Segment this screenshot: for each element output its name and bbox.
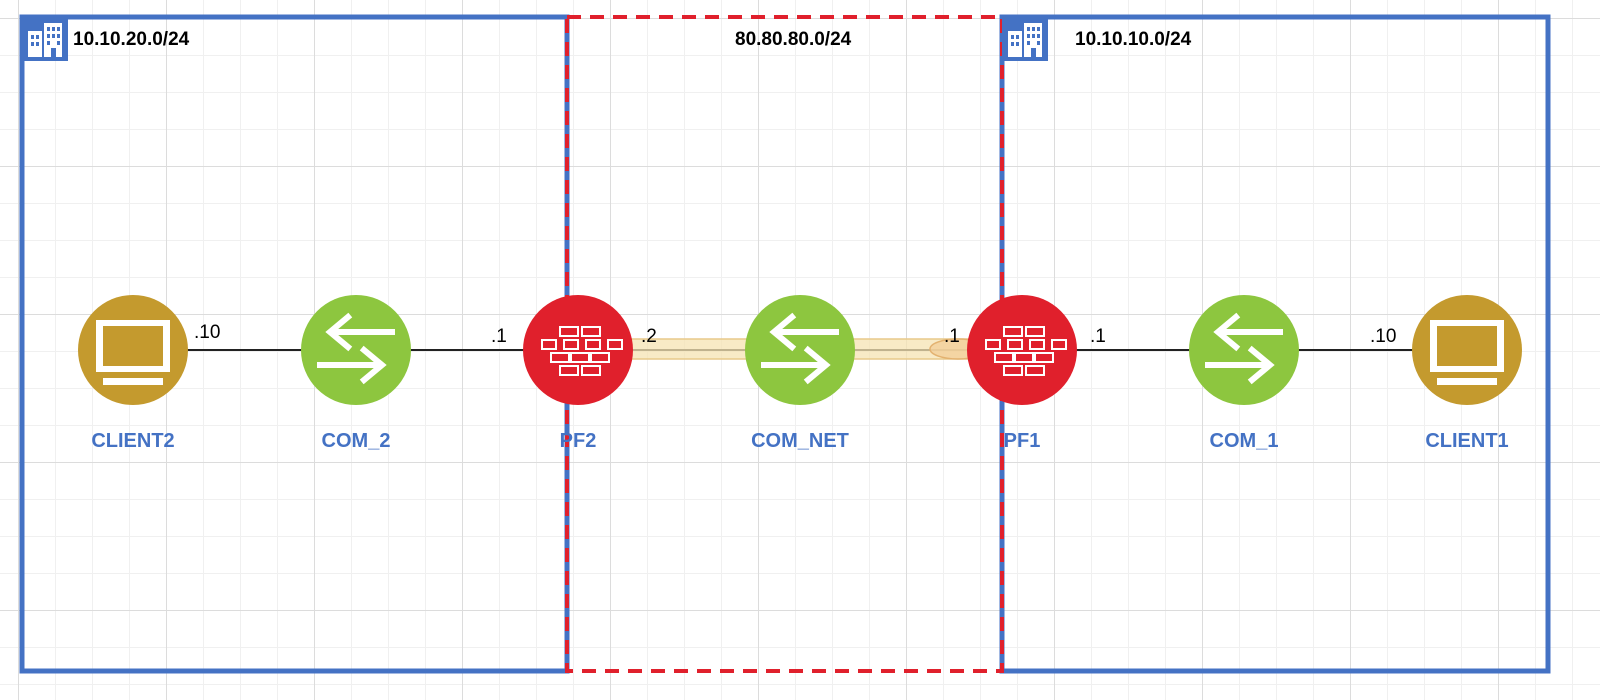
switch-arrows-icon bbox=[317, 312, 395, 385]
node-circle bbox=[301, 295, 411, 405]
monitor-icon bbox=[1430, 320, 1504, 385]
node-comnet[interactable] bbox=[745, 295, 855, 405]
nodes-layer bbox=[78, 295, 1522, 405]
node-circle bbox=[1189, 295, 1299, 405]
zone-label-lan1: 10.10.10.0/24 bbox=[1075, 29, 1192, 50]
switch-arrows-icon bbox=[761, 312, 839, 385]
node-label-pf1: PF1 bbox=[1003, 430, 1041, 452]
switch-arrows-icon bbox=[1205, 312, 1283, 385]
node-label-client2: CLIENT2 bbox=[91, 430, 175, 452]
building-icon bbox=[1002, 17, 1048, 61]
link-label: .2 bbox=[641, 326, 657, 347]
node-label-client1: CLIENT1 bbox=[1425, 430, 1509, 452]
node-label-com2: COM_2 bbox=[321, 430, 391, 452]
node-client1[interactable] bbox=[1412, 295, 1522, 405]
link-label: .10 bbox=[1370, 326, 1397, 347]
node-pf1[interactable] bbox=[967, 295, 1077, 405]
link-label: .1 bbox=[944, 326, 960, 347]
link-label: .1 bbox=[1090, 326, 1106, 347]
building-icon bbox=[22, 17, 68, 61]
node-label-com1: COM_1 bbox=[1209, 430, 1279, 452]
node-com1[interactable] bbox=[1189, 295, 1299, 405]
monitor-icon bbox=[96, 320, 170, 385]
zone-label-lan2: 10.10.20.0/24 bbox=[73, 29, 190, 50]
firewall-brick-icon bbox=[985, 326, 1067, 376]
link-label: .1 bbox=[491, 326, 507, 347]
node-label-pf2: PF2 bbox=[559, 430, 597, 452]
firewall-brick-icon bbox=[541, 326, 623, 376]
node-client2[interactable] bbox=[78, 295, 188, 405]
node-pf2[interactable] bbox=[523, 295, 633, 405]
node-label-comnet: COM_NET bbox=[751, 430, 849, 452]
link-label: .10 bbox=[194, 322, 221, 343]
node-com2[interactable] bbox=[301, 295, 411, 405]
node-circle bbox=[745, 295, 855, 405]
zone-label-wan: 80.80.80.0/24 bbox=[735, 29, 852, 50]
